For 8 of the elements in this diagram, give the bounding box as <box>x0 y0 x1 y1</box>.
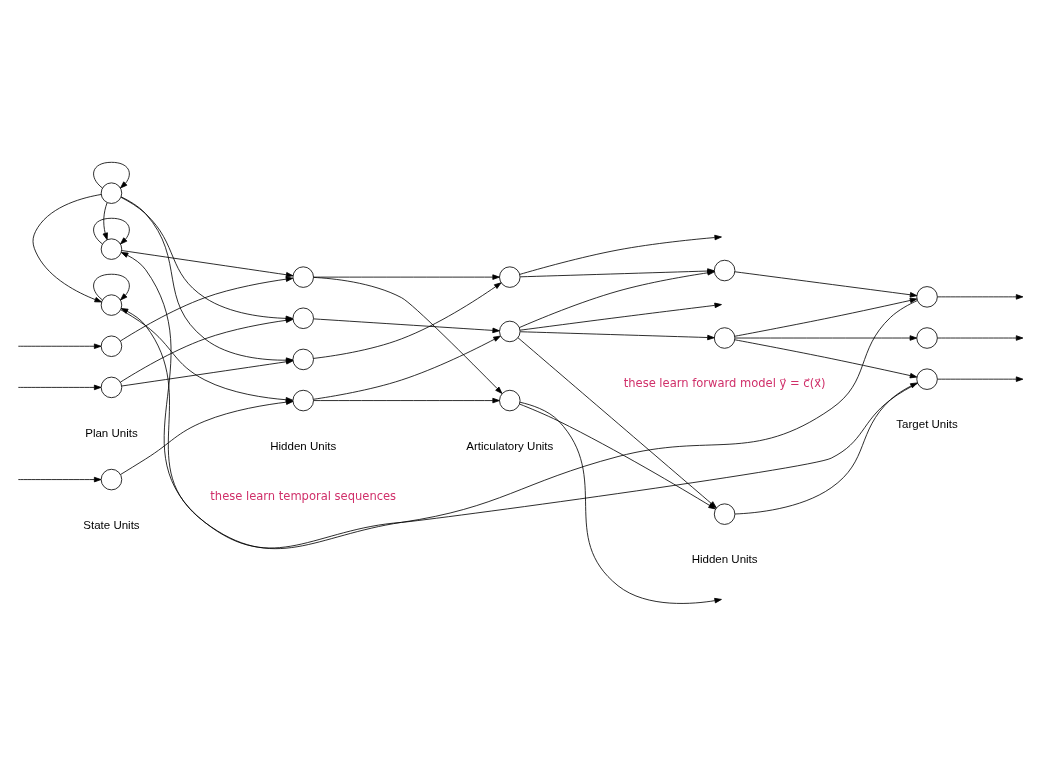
label: Target Units <box>895 418 958 431</box>
label: these learn temporal sequences <box>209 488 396 503</box>
label: Hidden Units <box>691 553 758 566</box>
label: Hidden Units <box>269 439 336 452</box>
label: State Units <box>82 518 140 531</box>
label: these learn forward model y⃗ = c⃗(x⃗) <box>623 376 825 391</box>
label: Plan Units <box>84 426 138 439</box>
label: Articulatory Units <box>465 439 553 452</box>
